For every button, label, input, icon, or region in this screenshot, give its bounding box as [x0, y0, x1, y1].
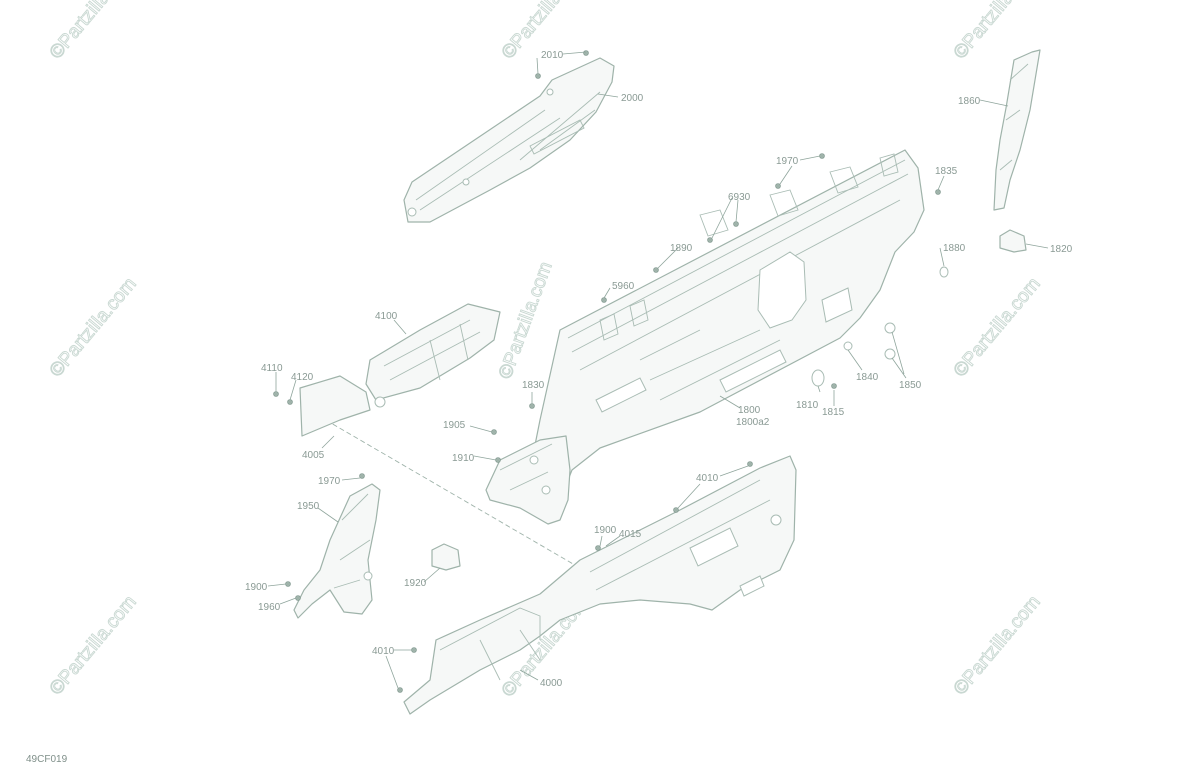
- callout-1840: 1840: [856, 372, 879, 383]
- callout-1900-lower: 1900: [245, 582, 268, 593]
- callout-4100: 4100: [375, 311, 398, 322]
- callout-labels: 2010 2000 1860 1970 1835 6930 1890 1880 …: [245, 50, 1073, 689]
- callout-6930: 6930: [728, 192, 751, 203]
- callout-1815: 1815: [822, 407, 845, 418]
- callout-2000: 2000: [621, 93, 644, 104]
- callout-4120: 4120: [291, 372, 314, 383]
- callout-1820: 1820: [1050, 244, 1073, 255]
- callout-1960: 1960: [258, 602, 281, 613]
- part-1820: [999, 229, 1027, 253]
- callout-4110: 4110: [261, 363, 283, 374]
- callout-1910: 1910: [452, 453, 475, 464]
- callout-4015: 4015: [619, 529, 642, 540]
- watermark: ©Partzilla.com: [46, 592, 141, 700]
- callout-2010: 2010: [541, 50, 564, 61]
- part-4100: [299, 303, 501, 437]
- part-1800: [529, 149, 925, 521]
- diagram-code: 49CF019: [26, 754, 68, 765]
- callout-1905: 1905: [443, 420, 466, 431]
- callout-4010-lower: 4010: [372, 646, 395, 657]
- callout-1880: 1880: [943, 243, 966, 254]
- part-1920: [431, 543, 461, 571]
- callout-1920: 1920: [404, 578, 427, 589]
- callout-1900-upper: 1900: [594, 525, 617, 536]
- hardware: [273, 50, 1027, 693]
- callout-1970: 1970: [776, 156, 799, 167]
- callout-1860: 1860: [958, 96, 981, 107]
- part-1860: [993, 49, 1041, 211]
- watermark: ©Partzilla.com: [950, 592, 1045, 700]
- watermark: ©Partzilla.com: [46, 0, 141, 63]
- callout-1950: 1950: [297, 501, 320, 512]
- watermark: ©Partzilla.com: [46, 274, 141, 382]
- callout-1835: 1835: [935, 166, 958, 177]
- callout-4005: 4005: [302, 450, 325, 461]
- callout-1890: 1890: [670, 243, 693, 254]
- callout-5960: 5960: [612, 281, 635, 292]
- callout-1810: 1810: [796, 400, 819, 411]
- part-4000: [403, 455, 797, 715]
- callout-1850: 1850: [899, 380, 922, 391]
- watermark: ©Partzilla.com: [495, 259, 557, 382]
- callout-1800a2: 1800a2: [736, 417, 770, 428]
- alignment-line: [311, 411, 581, 569]
- watermark: ©Partzilla.com: [950, 274, 1045, 382]
- part-2000: [403, 57, 615, 223]
- callout-1800: 1800: [738, 405, 761, 416]
- part-1830: [485, 435, 571, 525]
- leader-lines: [267, 51, 1049, 689]
- callout-1970-lower: 1970: [318, 476, 341, 487]
- callout-1830: 1830: [522, 380, 545, 391]
- callout-4000: 4000: [540, 678, 563, 689]
- callout-4010-upper: 4010: [696, 473, 719, 484]
